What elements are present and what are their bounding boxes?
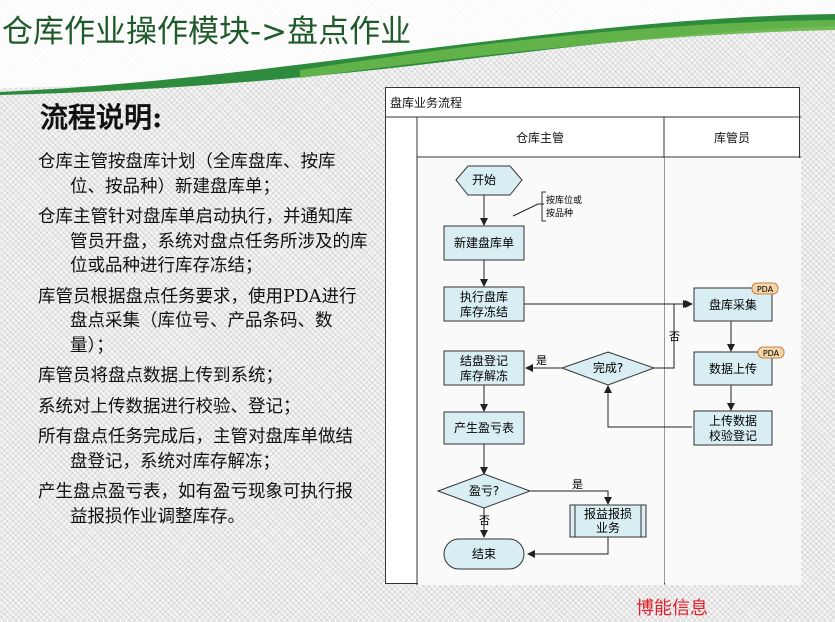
profit-loss-yes-label: 是 xyxy=(572,478,583,491)
pda-badge-2 xyxy=(757,346,785,359)
watermark-text: 博能信息 xyxy=(636,598,708,619)
unfreeze-label-1: 结盘登记 xyxy=(460,353,508,368)
new-order-label: 新建盘库单 xyxy=(454,235,514,250)
decision-profit-loss xyxy=(436,473,532,509)
report-label: 产生盈亏表 xyxy=(454,421,514,435)
pda-badge-2-label: PDA xyxy=(763,349,780,358)
adjust-label-1: 报益报损 xyxy=(584,506,632,521)
end-label: 结束 xyxy=(472,547,496,561)
flowchart: 盘库业务流程 仓库主管 库管员 开始 按库位或 按品种 xyxy=(385,87,801,585)
adjust-label-2: 业务 xyxy=(596,520,620,535)
collect-label: 盘库采集 xyxy=(709,297,757,312)
annotation-line-1: 按库位或 xyxy=(546,194,582,206)
profit-loss-label: 盈亏? xyxy=(469,484,499,498)
complete-label: 完成? xyxy=(593,360,623,375)
section-heading: 流程说明: xyxy=(40,101,163,134)
verify-label-1: 上传数据 xyxy=(709,413,757,428)
complete-no-label: 否 xyxy=(669,330,680,343)
verify-label-2: 校验登记 xyxy=(709,428,757,443)
unfreeze-label-2: 库存解冻 xyxy=(460,368,508,383)
process-new-order xyxy=(443,225,525,261)
start-label: 开始 xyxy=(472,173,496,187)
process-adjust xyxy=(569,504,647,538)
lane-header-manager: 仓库主管 xyxy=(516,130,564,145)
process-unfreeze xyxy=(443,350,525,386)
process-verify xyxy=(693,410,773,446)
process-freeze xyxy=(443,286,525,322)
process-description: 仓库主管按盘库计划（全库盘库、按库位、按品种）新建盘库单； 仓库主管针对盘库单启… xyxy=(38,150,368,535)
step-5: 系统对上传数据进行校验、登记； xyxy=(38,396,301,417)
step-3: 库管员根据盘点任务要求，使用PDA进行盘点采集（库位号、产品条码、数量）； xyxy=(38,286,357,356)
lane-header-clerk: 库管员 xyxy=(714,130,750,145)
upload-label: 数据上传 xyxy=(709,361,757,376)
header-banner xyxy=(0,0,835,95)
end-node xyxy=(443,538,525,570)
page-title: 仓库作业操作模块->盘点作业 xyxy=(2,14,412,50)
freeze-label-2: 库存冻结 xyxy=(460,304,508,319)
step-6: 所有盘点任务完成后，主管对盘库单做结盘登记，系统对库存解冻； xyxy=(38,427,353,472)
decision-complete xyxy=(560,351,656,386)
step-1: 仓库主管按盘库计划（全库盘库、按库位、按品种）新建盘库单； xyxy=(38,152,336,197)
profit-loss-no-label: 否 xyxy=(479,514,490,527)
pda-badge-1 xyxy=(751,282,779,295)
step-7: 产生盘点盈亏表，如有盈亏现象可执行报益报损作业调整库存。 xyxy=(38,482,353,527)
step-4: 库管员将盘点数据上传到系统； xyxy=(38,366,283,386)
flowchart-title: 盘库业务流程 xyxy=(390,95,462,110)
start-node xyxy=(455,165,523,196)
process-report xyxy=(443,411,525,445)
complete-yes-label: 是 xyxy=(536,354,547,367)
freeze-label-1: 执行盘库 xyxy=(460,289,508,304)
annotation-line-2: 按品种 xyxy=(546,207,573,219)
process-upload xyxy=(693,351,773,386)
pda-badge-1-label: PDA xyxy=(757,285,774,294)
step-2: 仓库主管针对盘库单启动执行，并通知库管员开盘，系统对盘点任务所涉及的库位或品种进… xyxy=(38,207,368,276)
